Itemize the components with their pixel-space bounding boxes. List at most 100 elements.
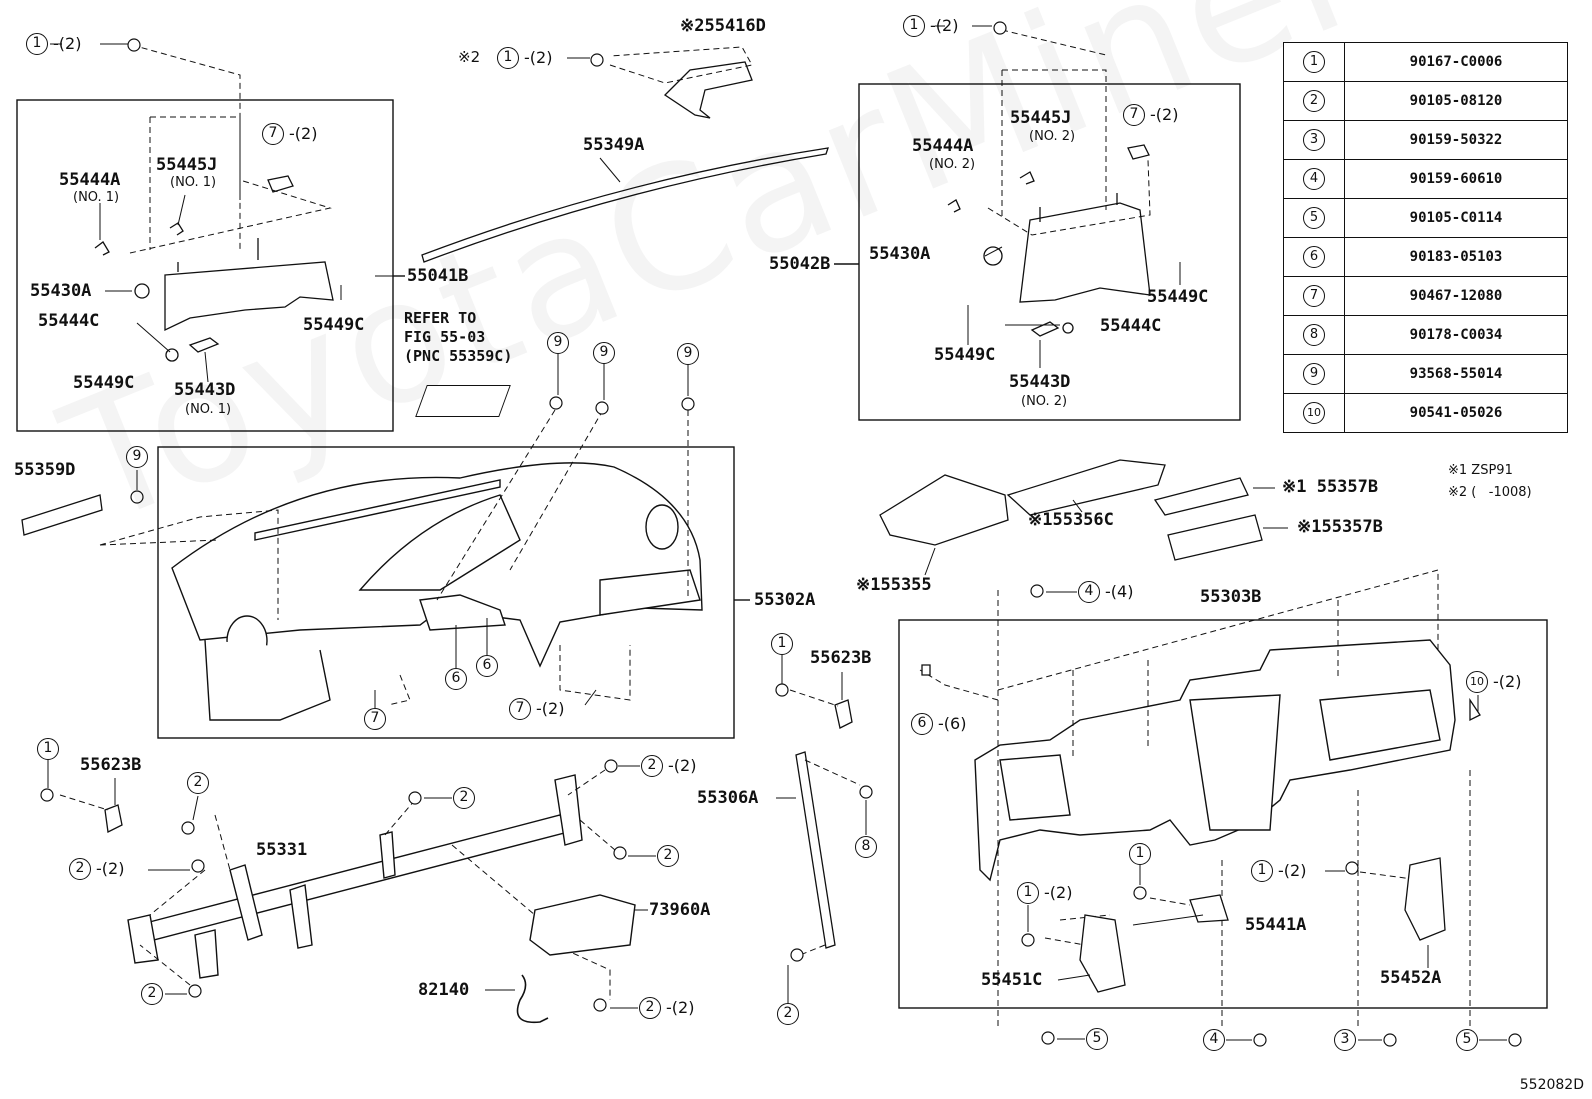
part-55445J-left[interactable]: 55445J (156, 155, 218, 175)
part-55449C-right-1[interactable]: 55449C (1147, 287, 1209, 307)
molding-55349A (421, 147, 829, 263)
wire-82140 (516, 974, 549, 1024)
legend-key: 9 (1303, 363, 1325, 385)
callout-7[interactable]: 7 (364, 708, 386, 730)
part-55441A[interactable]: 55441A (1245, 915, 1307, 935)
part-55349A[interactable]: 55349A (583, 135, 645, 155)
callout-qty: -(2) (930, 16, 959, 35)
legend-part: 90167-C0006 (1344, 42, 1568, 82)
callout-6[interactable]: 6 (476, 655, 498, 677)
part-55452A[interactable]: 55452A (1380, 968, 1442, 988)
part-55356C[interactable]: ※155356C (1028, 510, 1114, 530)
part-55331[interactable]: 55331 (256, 840, 308, 860)
callout-2[interactable]: 2 (777, 1003, 799, 1025)
airbag-73960A (529, 894, 636, 956)
part-55449C-right-2[interactable]: 55449C (934, 345, 996, 365)
part-55303B[interactable]: 55303B (1200, 587, 1262, 607)
legend-part: 90183-05103 (1344, 237, 1568, 277)
part-55443D-left[interactable]: 55443D (174, 380, 236, 400)
part-55444C-left[interactable]: 55444C (38, 311, 100, 331)
part-55357B-1[interactable]: ※1 55357B (1282, 477, 1379, 497)
inserts (879, 459, 1263, 561)
reinforcement-55303B (974, 639, 1456, 882)
callout-5[interactable]: 5 (1086, 1028, 1108, 1050)
callout-2[interactable]: 2 (69, 858, 91, 880)
part-55443D-right[interactable]: 55443D (1009, 372, 1071, 392)
callout-2[interactable]: 2 (641, 755, 663, 777)
panel-55041B (94, 175, 334, 362)
legend-row: 7 90467-12080 (1283, 276, 1568, 316)
part-55623B-right[interactable]: 55623B (810, 648, 872, 668)
part-55302A[interactable]: 55302A (754, 590, 816, 610)
callout-6[interactable]: 6 (445, 668, 467, 690)
callout-1[interactable]: 1 (26, 33, 48, 55)
part-55042B[interactable]: 55042B (769, 254, 831, 274)
callout-1[interactable]: 1 (1251, 860, 1273, 882)
callout-5[interactable]: 5 (1456, 1029, 1478, 1051)
part-55430A-left[interactable]: 55430A (30, 281, 92, 301)
fasteners (40, 21, 1522, 1047)
callout-7[interactable]: 7 (509, 698, 531, 720)
part-55306A[interactable]: 55306A (697, 788, 759, 808)
legend-part: 90105-C0114 (1344, 198, 1568, 238)
callout-4[interactable]: 4 (1203, 1029, 1225, 1051)
callout-9[interactable]: 9 (126, 446, 148, 468)
callout-1[interactable]: 1 (903, 15, 925, 37)
callout-7[interactable]: 7 (262, 123, 284, 145)
callout-3[interactable]: 3 (1334, 1029, 1356, 1051)
callout-9[interactable]: 9 (677, 343, 699, 365)
part-55430A-right[interactable]: 55430A (869, 244, 931, 264)
part-55623B-left[interactable]: 55623B (80, 755, 142, 775)
callout-qty: -(2) (96, 859, 125, 878)
part-55451C[interactable]: 55451C (981, 970, 1043, 990)
part-55359D[interactable]: 55359D (14, 460, 76, 480)
part-55355[interactable]: ※155355 (856, 575, 932, 595)
part-73960A[interactable]: 73960A (649, 900, 711, 920)
legend-part: 90159-60610 (1344, 159, 1568, 199)
part-55416D[interactable]: ※255416D (680, 16, 766, 36)
legend-key: 6 (1303, 246, 1325, 268)
callout-2[interactable]: 2 (657, 845, 679, 867)
legend-part: 90467-12080 (1344, 276, 1568, 316)
callout-9[interactable]: 9 (593, 342, 615, 364)
part-55445J-right-note: (NO. 2) (1029, 129, 1076, 144)
legend-key: 7 (1303, 285, 1325, 307)
legend-part: 90178-C0034 (1344, 315, 1568, 355)
callout-10[interactable]: 10 (1466, 671, 1488, 693)
callout-1[interactable]: 1 (771, 633, 793, 655)
callout-2[interactable]: 2 (453, 787, 475, 809)
legend-key: 8 (1303, 324, 1325, 346)
legend-part: 90541-05026 (1344, 393, 1568, 433)
callout-1[interactable]: 1 (497, 47, 519, 69)
part-55444A-right[interactable]: 55444A (912, 136, 974, 156)
callout-9[interactable]: 9 (547, 332, 569, 354)
part-55449C-left-1[interactable]: 55449C (303, 315, 365, 335)
frame-55303B (898, 619, 1548, 1009)
legend-part: 90159-50322 (1344, 120, 1568, 160)
callout-qty: -(2) (53, 34, 82, 53)
part-55445J-right[interactable]: 55445J (1010, 108, 1072, 128)
callout-1[interactable]: 1 (1017, 882, 1039, 904)
callout-8[interactable]: 8 (855, 836, 877, 858)
part-82140[interactable]: 82140 (418, 980, 470, 1000)
panel-55042B (947, 144, 1151, 337)
callout-2[interactable]: 2 (639, 997, 661, 1019)
callout-qty: -(2) (289, 124, 318, 143)
part-55449C-left-2[interactable]: 55449C (73, 373, 135, 393)
callout-1[interactable]: 1 (37, 738, 59, 760)
callout-4[interactable]: 4 (1078, 581, 1100, 603)
part-55444C-right[interactable]: 55444C (1100, 316, 1162, 336)
callout-1[interactable]: 1 (1129, 843, 1151, 865)
legend-key: 1 (1303, 51, 1325, 73)
callout-2[interactable]: 2 (187, 772, 209, 794)
part-55041B[interactable]: 55041B (407, 266, 469, 286)
callout-7[interactable]: 7 (1123, 104, 1145, 126)
part-55444A-left[interactable]: 55444A (59, 170, 121, 190)
part-55357B-2[interactable]: ※155357B (1297, 517, 1383, 537)
callout-6[interactable]: 6 (911, 713, 933, 735)
callout-2[interactable]: 2 (141, 983, 163, 1005)
